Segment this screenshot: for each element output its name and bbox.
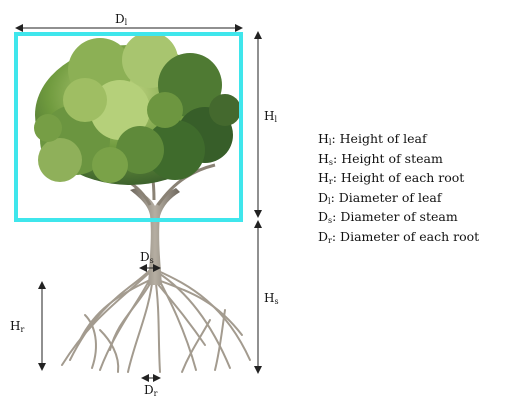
stem-diameter-label: Ds bbox=[140, 250, 154, 265]
legend: Hl: Height of leaf Hs: Height of steam H… bbox=[318, 131, 479, 249]
leaf-diameter-label: Dl bbox=[115, 12, 128, 27]
legend-item: Hl: Height of leaf bbox=[318, 131, 427, 147]
legend-item: Dl: Diameter of leaf bbox=[318, 189, 442, 206]
canopy-box bbox=[14, 32, 243, 222]
leaf-height-label: Hl bbox=[264, 109, 278, 124]
stem-height-label: Hs bbox=[264, 291, 279, 306]
tree-illustration-icon bbox=[34, 32, 251, 373]
root-height-label: Hr bbox=[10, 319, 25, 334]
roots bbox=[61, 269, 251, 373]
root-diameter-label: Dr bbox=[144, 383, 158, 398]
trunk bbox=[130, 188, 180, 285]
legend-item: Dr: Diameter of each root bbox=[318, 228, 480, 245]
legend-item: Hr: Height of each root bbox=[318, 170, 465, 187]
legend-item: Hs: Height of steam bbox=[318, 150, 443, 167]
legend-item: Ds: Diameter of steam bbox=[318, 209, 458, 226]
canopy bbox=[34, 32, 241, 185]
